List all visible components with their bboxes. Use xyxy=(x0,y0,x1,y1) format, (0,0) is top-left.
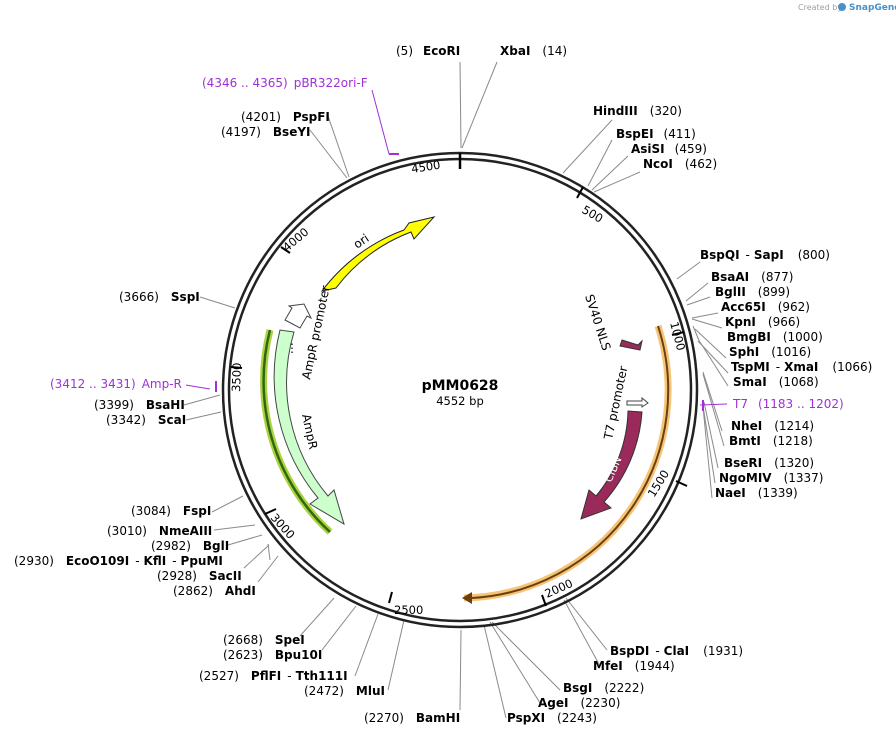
site-pflfi-tth111i[interactable]: (2527)PflFI-Tth111I xyxy=(199,669,348,683)
plasmid-length: 4552 bp xyxy=(436,394,484,408)
site-agei[interactable]: AgeI(2230) xyxy=(538,696,620,710)
site-bseri[interactable]: BseRI(1320) xyxy=(724,456,814,470)
site-bspdi-clai[interactable]: BspDI-ClaI(1931) xyxy=(610,644,743,658)
ampr-strand-line xyxy=(262,329,331,533)
ampr-feature: AmpR ⋮ xyxy=(273,329,345,526)
site-asisi[interactable]: AsiSI(459) xyxy=(631,142,707,156)
site-ngomiv[interactable]: NgoMIV(1337) xyxy=(719,471,823,485)
ring-tick-marks xyxy=(230,186,688,607)
site-bspqi-sapi[interactable]: BspQI-SapI(800) xyxy=(700,248,830,262)
brand-created-by: Created by xyxy=(798,3,842,12)
primer-pbr322ori-f[interactable]: (4346 .. 4365)pBR322ori-F xyxy=(202,76,368,90)
primer-amp-r[interactable]: (3412 .. 3431)Amp-R xyxy=(50,377,182,391)
site-pspfi[interactable]: (4201)PspFI xyxy=(241,110,330,124)
site-bglii[interactable]: BglII(899) xyxy=(715,285,790,299)
t7-promoter-feature: T7 promoter xyxy=(601,365,649,442)
site-ahdi[interactable]: (2862)AhdI xyxy=(173,584,256,598)
site-sacii[interactable]: (2928)SacII xyxy=(157,569,242,583)
site-bspei[interactable]: BspEI(411) xyxy=(616,127,696,141)
ampr-promoter-label: AmpR promoter xyxy=(299,284,333,380)
site-ncoi[interactable]: NcoI(462) xyxy=(643,157,717,171)
site-nmeaiii[interactable]: (3010)NmeAIII xyxy=(107,524,212,538)
plasmid-name: pMM0628 xyxy=(422,378,499,394)
site-spei[interactable]: (2668)SpeI xyxy=(223,633,305,647)
snapgene-icon xyxy=(838,3,846,11)
site-mfei[interactable]: MfeI(1944) xyxy=(593,659,675,673)
site-xbai[interactable]: XbaI(14) xyxy=(500,44,567,58)
site-bmgbi[interactable]: BmgBI(1000) xyxy=(727,330,823,344)
tick-3500: 3500 xyxy=(229,362,244,392)
ampr-dots: ⋮ xyxy=(286,341,298,355)
selection-highlight xyxy=(463,324,672,602)
site-fspi[interactable]: (3084)FspI xyxy=(131,504,211,518)
sv40-nls-feature: SV40 NLS xyxy=(582,293,643,353)
selection-arrowhead xyxy=(462,592,472,604)
site-bpu10i[interactable]: (2623)Bpu10I xyxy=(223,648,322,662)
tick-2500: 2500 xyxy=(394,603,423,617)
site-eco0109i-kfli-ppumi[interactable]: (2930)EcoO109I-KflI-PpuMI xyxy=(14,554,223,568)
leader-lines xyxy=(183,61,729,719)
site-ecori[interactable]: (5)EcoRI xyxy=(396,44,460,58)
brand-logo: Created by SnapGene xyxy=(798,3,896,13)
brand-name: SnapGene xyxy=(849,3,896,13)
site-nhei[interactable]: NheI(1214) xyxy=(731,419,814,433)
site-acc65i[interactable]: Acc65I(962) xyxy=(721,300,810,314)
site-tspmi-xmai[interactable]: TspMI-XmaI(1066) xyxy=(731,360,872,374)
tick-4500: 4500 xyxy=(410,158,441,176)
site-scai[interactable]: (3342)ScaI xyxy=(106,413,186,427)
selection-strand-line xyxy=(471,325,670,599)
site-naei[interactable]: NaeI(1339) xyxy=(715,486,798,500)
site-hindiii[interactable]: HindIII(320) xyxy=(593,104,682,118)
site-mlui[interactable]: (2472)MluI xyxy=(304,684,385,698)
site-bsgi[interactable]: BsgI(2222) xyxy=(563,681,644,695)
site-bsaai[interactable]: BsaAI(877) xyxy=(711,270,793,284)
site-sphi[interactable]: SphI(1016) xyxy=(729,345,811,359)
sv40-nls-label: SV40 NLS xyxy=(582,293,613,353)
ori-feature: ori xyxy=(320,216,436,292)
site-bmti[interactable]: BmtI(1218) xyxy=(729,434,813,448)
site-smai[interactable]: SmaI(1068) xyxy=(733,375,819,389)
site-pspxi[interactable]: PspXI(2243) xyxy=(507,711,597,725)
primer-t7[interactable]: T7(1183 .. 1202) xyxy=(732,397,844,411)
tick-1000: 1000 xyxy=(667,320,688,352)
site-bamhi[interactable]: (2270)BamHI xyxy=(364,711,460,725)
site-kpni[interactable]: KpnI(966) xyxy=(725,315,800,329)
site-sspi[interactable]: (3666)SspI xyxy=(119,290,200,304)
site-bsahi[interactable]: (3399)BsaHI xyxy=(94,398,185,412)
site-bseyi[interactable]: (4197)BseYI xyxy=(221,125,311,139)
site-bgli[interactable]: (2982)BglI xyxy=(151,539,229,553)
ampr-label: AmpR xyxy=(299,413,320,451)
